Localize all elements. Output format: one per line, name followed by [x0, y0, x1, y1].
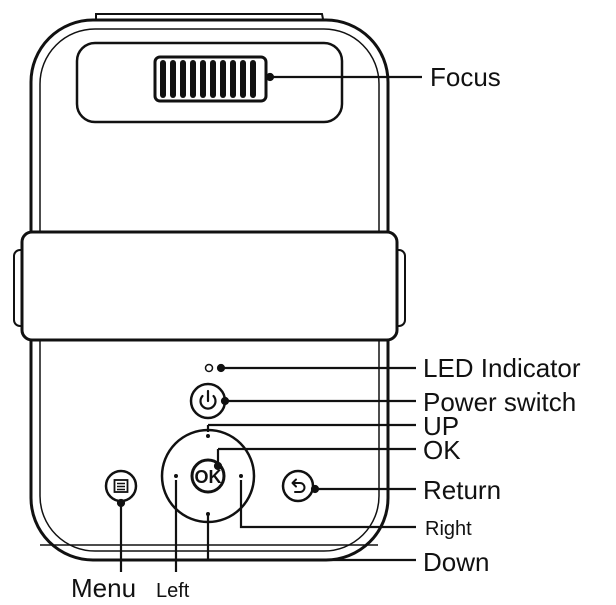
ok-glyph: OK [195, 467, 222, 487]
label-return: Return [423, 475, 501, 505]
led-indicator [204, 363, 214, 373]
leader-lines [116, 72, 422, 572]
down-leader [206, 514, 416, 562]
label-down: Down [423, 547, 489, 577]
power-button[interactable] [189, 382, 227, 420]
label-up: UP [423, 411, 459, 441]
power-icon [199, 389, 217, 410]
label-led-indicator: LED Indicator [423, 353, 581, 383]
focus-wheel [153, 55, 268, 103]
strap-band [13, 230, 406, 342]
label-ok: OK [423, 435, 461, 465]
label-focus: Focus [430, 62, 501, 92]
band [20, 230, 399, 342]
dpad[interactable]: OK [160, 428, 256, 524]
focus-window [75, 41, 344, 124]
return-arrow-icon [291, 478, 306, 493]
label-menu: Menu [71, 573, 136, 603]
menu-icon [113, 479, 129, 493]
label-right: Right [425, 518, 472, 540]
label-power-switch: Power switch [423, 387, 576, 417]
return-button[interactable] [281, 469, 315, 503]
up-dot [206, 434, 210, 438]
label-left: Left [156, 580, 190, 602]
left-dot [174, 474, 178, 478]
menu-button[interactable] [104, 469, 138, 503]
right-dot [239, 474, 243, 478]
right-leader [239, 480, 416, 529]
